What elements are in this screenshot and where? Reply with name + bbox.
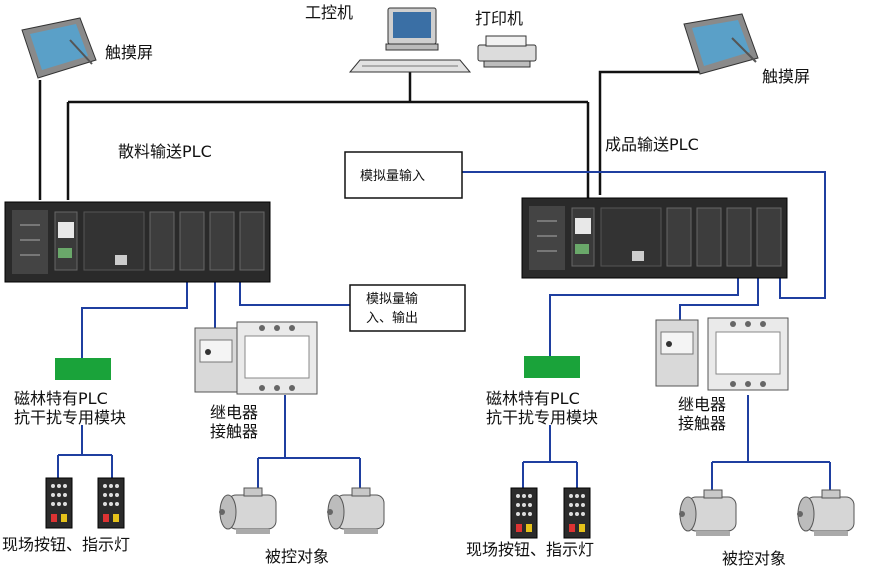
plc-left-rack	[4, 201, 271, 283]
industrial-pc-icon	[348, 7, 472, 73]
relay-right-label-2: 接触器	[678, 414, 726, 433]
buttons-left-label: 现场按钮、指示灯	[2, 535, 130, 554]
relay-left-label-2: 接触器	[210, 422, 258, 441]
module-left-label-2: 抗干扰专用模块	[14, 408, 126, 427]
motor-right-1-icon	[679, 489, 737, 536]
ipc-label: 工控机	[305, 3, 353, 22]
button-panel-right-1-icon	[510, 487, 538, 539]
relay-contactor-right-icon	[655, 317, 789, 391]
analog-io-box	[349, 284, 466, 332]
motor-left-2-icon	[327, 487, 385, 534]
plc-right-label: 成品输送PLC	[605, 135, 699, 154]
signal-wires	[57, 171, 831, 490]
analog-io-label-2: 入、输出	[366, 310, 418, 326]
analog-io-label-1: 模拟量输	[366, 291, 418, 307]
touch-screen-left-icon	[21, 17, 97, 79]
button-panel-left-2-icon	[97, 477, 125, 529]
analog-input-label: 模拟量输入	[360, 168, 425, 184]
printer-label: 打印机	[475, 9, 523, 28]
motor-right-2-icon	[797, 489, 855, 536]
printer-icon	[477, 35, 537, 68]
target-left-label: 被控对象	[265, 547, 329, 566]
anti-interference-module-left	[55, 358, 111, 380]
button-panel-right-2-icon	[563, 487, 591, 539]
motor-left-1-icon	[219, 487, 277, 534]
touch-screen-right-icon	[683, 13, 759, 75]
buttons-right-label: 现场按钮、指示灯	[466, 540, 594, 559]
module-left-label-1: 磁林特有PLC	[14, 389, 108, 408]
ethernet-bus	[38, 62, 700, 200]
module-right-label-2: 抗干扰专用模块	[486, 408, 598, 427]
button-panel-left-1-icon	[45, 477, 73, 529]
module-right-label-1: 磁林特有PLC	[486, 389, 580, 408]
touch-screen-right-label: 触摸屏	[762, 67, 810, 86]
target-right-label: 被控对象	[722, 549, 786, 568]
touch-screen-left-label: 触摸屏	[105, 43, 153, 62]
relay-left-label-1: 继电器	[210, 403, 258, 422]
relay-contactor-left-icon	[194, 321, 318, 395]
relay-right-label-1: 继电器	[678, 395, 726, 414]
plc-left-label: 散料输送PLC	[118, 142, 212, 161]
plc-right-rack	[521, 197, 788, 279]
analog-input-box	[344, 151, 463, 199]
anti-interference-module-right	[524, 356, 580, 378]
